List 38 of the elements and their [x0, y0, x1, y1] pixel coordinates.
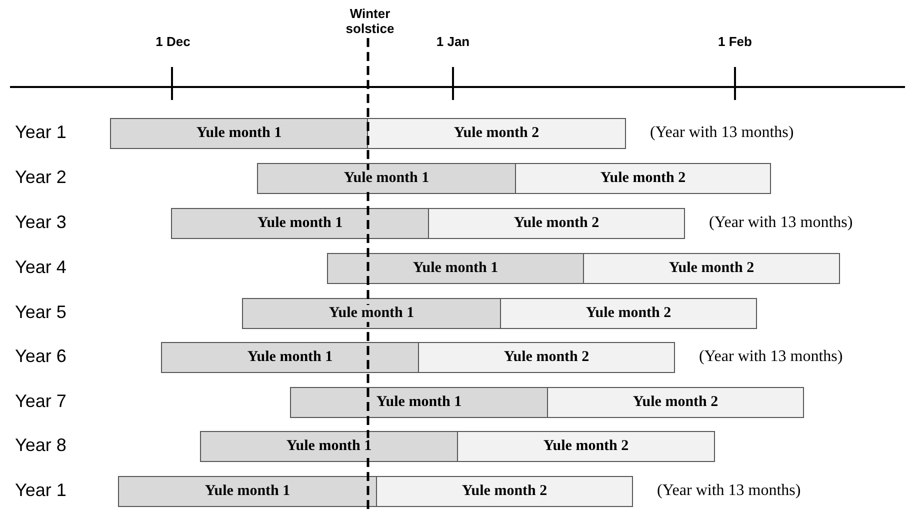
note-text: (Year with 13 months): [709, 214, 853, 232]
month-bar: [110, 118, 368, 149]
month-bar: [457, 431, 715, 462]
row-label: Year 1: [15, 122, 66, 143]
row-label: Year 1: [15, 480, 66, 501]
month-bar: [500, 298, 757, 329]
month-bar: [290, 387, 548, 418]
month-bar: [418, 342, 675, 373]
month-bar: [376, 476, 633, 507]
tick-label: 1 Jan: [435, 34, 471, 49]
bar-label: Yule month 1: [284, 438, 374, 455]
row-label: Year 2: [15, 167, 66, 188]
row-label: Year 6: [15, 346, 66, 367]
month-bar: [327, 253, 584, 284]
note-text: (Year with 13 months): [657, 482, 801, 500]
row-label: Year 4: [15, 257, 66, 278]
bar-label: Yule month 1: [326, 305, 416, 322]
month-bar: [171, 208, 429, 239]
note-text: (Year with 13 months): [650, 124, 794, 142]
month-bar: [547, 387, 804, 418]
month-bar: [161, 342, 419, 373]
tick-label: 1 Dec: [154, 34, 192, 49]
month-bar: [428, 208, 685, 239]
month-bar: [515, 163, 771, 194]
row-label: Year 8: [15, 435, 66, 456]
month-bar: [118, 476, 377, 507]
row-label: Year 3: [15, 212, 66, 233]
note-text: (Year with 13 months): [699, 348, 843, 366]
month-bar: [583, 253, 840, 284]
row-label: Year 5: [15, 302, 66, 323]
tick-label: 1 Feb: [717, 34, 753, 49]
event-label: Winter solstice: [344, 6, 396, 36]
month-bar: [242, 298, 501, 329]
month-bar: [257, 163, 516, 194]
month-bar: [367, 118, 626, 149]
month-bar: [200, 431, 458, 462]
row-label: Year 7: [15, 391, 66, 412]
bar-label: Yule month 1: [342, 170, 432, 187]
